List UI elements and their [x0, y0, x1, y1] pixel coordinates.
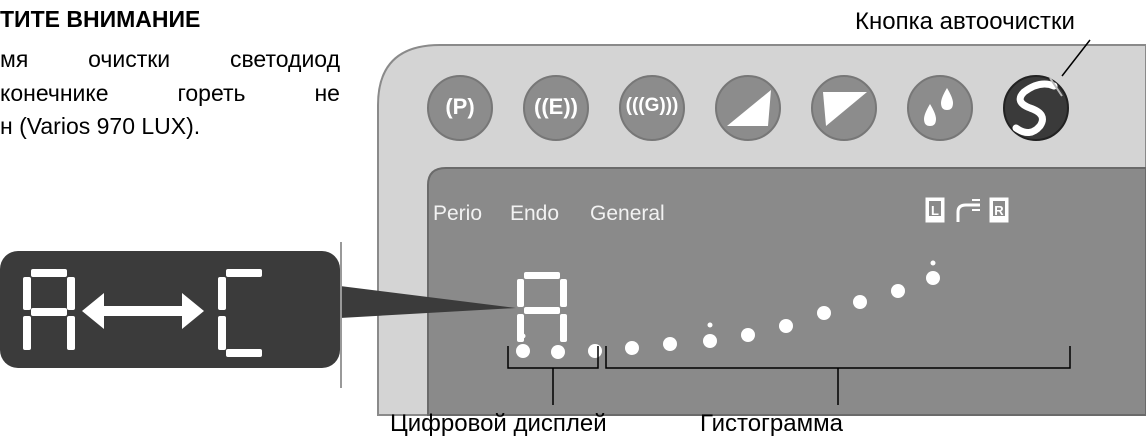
bar-graph	[516, 260, 940, 359]
tap-icon	[956, 199, 980, 222]
perio-button[interactable]	[427, 75, 493, 141]
bar-graph-dot	[779, 319, 793, 333]
mode-label-perio: Perio	[433, 202, 483, 225]
water-button[interactable]	[907, 75, 973, 141]
bar-graph-dot	[588, 344, 602, 358]
perio-key-label: (P)	[445, 94, 475, 119]
svg-text:L: L	[931, 203, 939, 218]
attention-heading: ТИТЕ ВНИМАНИЕ	[0, 6, 201, 32]
bar-graph-dot	[817, 306, 831, 320]
mode-label-endo: Endo	[510, 202, 560, 225]
bar-graph-dot	[663, 337, 677, 351]
bar-graph-dot	[853, 295, 867, 309]
autoclean-button[interactable]	[1003, 75, 1069, 141]
bar-graph-dot	[703, 334, 717, 348]
power-up-button[interactable]	[715, 75, 781, 141]
bar-graph-dot	[891, 284, 905, 298]
inset-pointer	[340, 286, 516, 318]
water-drops-icon	[924, 88, 953, 126]
power-down-button[interactable]	[811, 75, 877, 141]
note-word: светодиод	[229, 46, 340, 72]
general-button[interactable]	[619, 75, 685, 141]
autoclean-callout-line	[1061, 39, 1091, 77]
svg-text:R: R	[994, 203, 1004, 218]
note-line-3: н (Varios 970 LUX).	[0, 113, 201, 139]
note-word: гореть	[177, 80, 246, 106]
bar-graph-bracket	[605, 346, 1071, 405]
bar-graph-dot	[741, 328, 755, 342]
endo-button[interactable]	[523, 75, 589, 141]
autoclean-icon	[1012, 80, 1058, 136]
digital-display-callout: Цифровой дисплей	[390, 410, 607, 437]
display-area	[427, 167, 1146, 416]
inset-char-c	[218, 269, 262, 357]
left-bottle-icon: L	[925, 197, 945, 223]
general-key-label: (((G)))	[625, 95, 679, 116]
note-line-1: мя очистки светодиод	[0, 46, 340, 73]
note-word: мя	[0, 46, 29, 72]
inset-arrow-icon	[82, 293, 204, 329]
power-up-triangle-icon	[727, 90, 771, 126]
bar-graph-dot	[551, 345, 565, 359]
autoclean-callout: Кнопка автоочистки	[855, 8, 1075, 35]
right-bottle-icon: R	[989, 197, 1009, 223]
note-word: конечнике	[0, 80, 109, 106]
digital-display	[517, 272, 567, 342]
note-line-2: конечнике гореть не	[0, 80, 340, 107]
bar-graph-dot	[926, 271, 940, 285]
bar-graph-dot	[516, 344, 530, 358]
bar-graph-callout: Гистограмма	[700, 410, 843, 437]
power-down-triangle-icon	[823, 92, 867, 126]
endo-key-label: ((E))	[534, 94, 578, 119]
inset-char-a	[23, 269, 75, 350]
bar-graph-dot	[625, 341, 639, 355]
mode-label-general: General	[590, 202, 665, 225]
display-bracket	[507, 346, 599, 405]
note-word: очистки	[88, 46, 171, 72]
note-word: не	[314, 80, 340, 106]
